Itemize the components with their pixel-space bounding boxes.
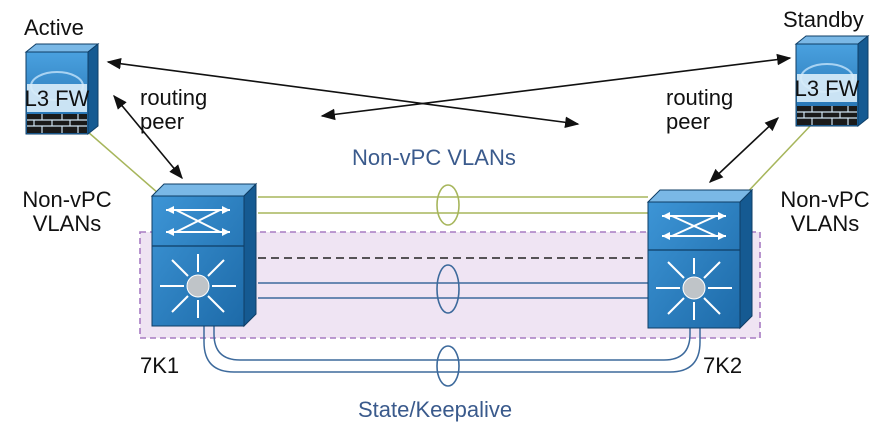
switch-7k1: [150, 182, 258, 328]
firewall-left: L3 FW: [24, 42, 100, 136]
state-keepalive-link-1: [213, 322, 691, 361]
non-vpc-left-line-1: Non-vPC: [22, 187, 112, 212]
firewall-right: L3 FW: [794, 34, 870, 128]
firewall-right-label: L3 FW: [795, 76, 860, 101]
label-routing-peer-right: routing peer: [666, 86, 733, 134]
cross-arrow-standby: [320, 53, 792, 121]
label-routing-peer-left: routing peer: [140, 86, 207, 134]
non-vpc-bundle-ring: [436, 184, 460, 226]
label-active: Active: [24, 15, 84, 40]
label-non-vpc-right: Non-vPC VLANs: [766, 188, 884, 236]
routing-peer-right-line-1: routing: [666, 85, 734, 110]
switch-7k2: [646, 188, 754, 330]
label-non-vpc-left: Non-vPC VLANs: [8, 188, 126, 236]
label-switch-7k2: 7K2: [703, 353, 743, 378]
routing-peer-left-line-1: routing: [140, 85, 208, 110]
state-keepalive-bundle-ring: [436, 345, 460, 387]
non-vpc-left-line-2: VLANs: [32, 211, 102, 236]
routing-peer-right-line-2: peer: [666, 109, 711, 134]
label-standby: Standby: [783, 7, 864, 32]
label-state-keepalive: State/Keepalive: [358, 397, 513, 422]
label-non-vpc-center: Non-vPC VLANs: [352, 145, 516, 170]
non-vpc-right-line-1: Non-vPC: [780, 187, 870, 212]
peer-link-bundle-ring: [436, 264, 460, 314]
non-vpc-right-line-2: VLANs: [790, 211, 860, 236]
routing-peer-left-line-2: peer: [140, 109, 185, 134]
label-switch-7k1: 7K1: [140, 353, 180, 378]
firewall-left-label: L3 FW: [25, 86, 90, 111]
routing-peer-arrow-right: [708, 117, 780, 183]
state-keepalive-link-2: [203, 322, 701, 373]
